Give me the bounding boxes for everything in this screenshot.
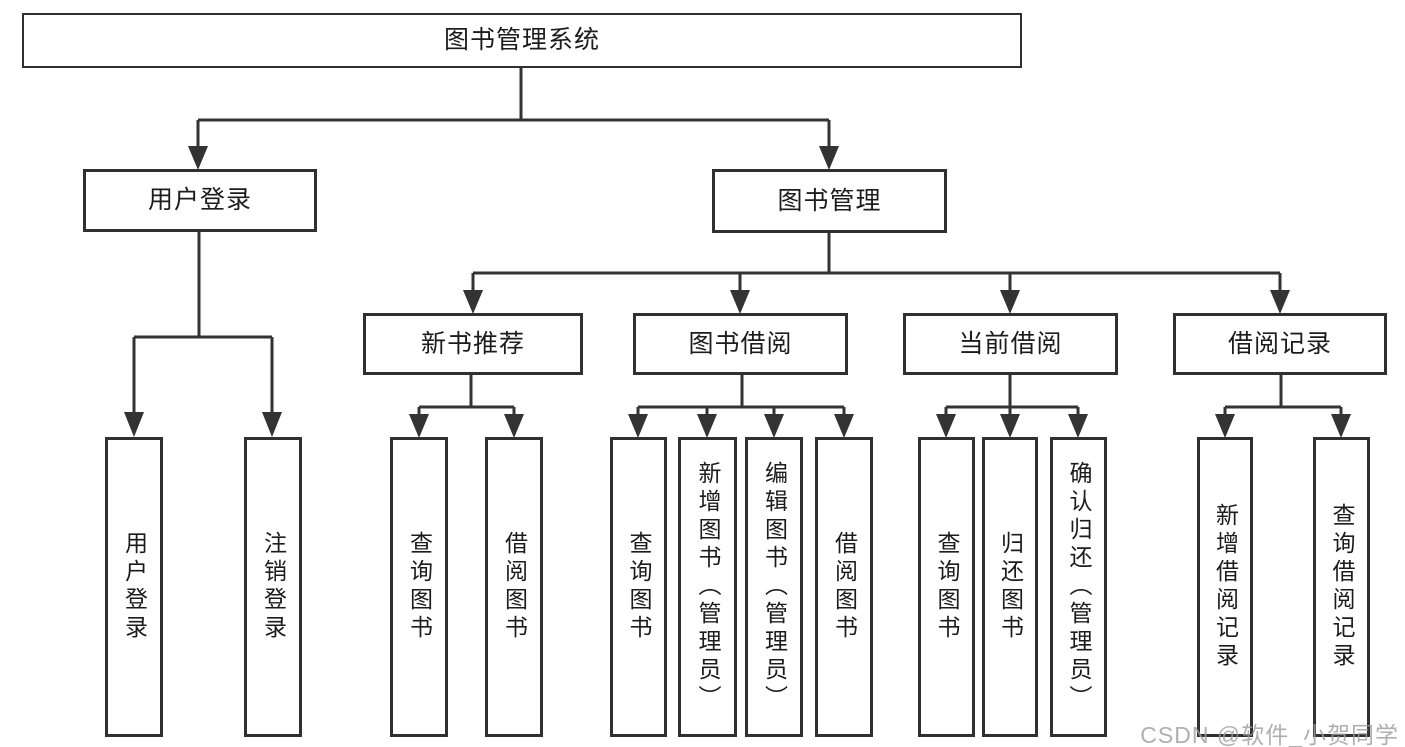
connector-borrow-records: [1223, 375, 1343, 416]
leaf-edit-books-admin: 编辑图书（管理员）: [745, 437, 803, 737]
arrow-down-icon: [409, 414, 429, 438]
arrow-down-icon: [730, 290, 750, 314]
connector-root: [196, 68, 831, 148]
arrow-down-icon: [834, 414, 854, 438]
leaf-add-borrow-record: 新增借阅记录: [1197, 437, 1253, 737]
connector-current-borrow: [944, 375, 1080, 416]
leaf-query-borrow-record: 查询借阅记录: [1313, 437, 1370, 737]
arrow-down-icon: [628, 414, 648, 438]
leaf-query-books: 查询图书: [610, 437, 667, 737]
node-borrow-records: 借阅记录: [1173, 313, 1387, 375]
leaf-logout: 注销登录: [244, 437, 302, 737]
leaf-confirm-return-admin: 确认归还（管理员）: [1050, 437, 1107, 737]
node-user-login: 用户登录: [83, 169, 317, 232]
arrow-down-icon: [188, 146, 208, 170]
arrow-down-icon: [1331, 414, 1351, 438]
arrow-down-icon: [262, 412, 282, 437]
arrow-down-icon: [1270, 290, 1290, 314]
node-book-borrow: 图书借阅: [633, 313, 848, 375]
arrow-down-icon: [936, 414, 956, 438]
arrow-down-icon: [697, 414, 717, 438]
arrow-down-icon: [1215, 414, 1235, 438]
node-current-borrow: 当前借阅: [903, 313, 1118, 375]
leaf-query-books: 查询图书: [390, 437, 448, 737]
connector-book-management: [471, 233, 1282, 292]
connector-user-login: [132, 232, 274, 414]
arrow-down-icon: [463, 290, 483, 314]
leaf-query-books: 查询图书: [918, 437, 975, 737]
arrow-down-icon: [764, 414, 784, 438]
connector-new-book-recommend: [417, 375, 516, 416]
leaf-user-login: 用户登录: [105, 437, 163, 737]
leaf-borrow-books: 借阅图书: [485, 437, 543, 737]
arrowheads: [124, 146, 1351, 438]
node-root-library-management-system: 图书管理系统: [22, 13, 1022, 68]
watermark: CSDN @软件_小贺同学: [1140, 722, 1399, 747]
leaf-return-books: 归还图书: [982, 437, 1038, 737]
node-book-management: 图书管理: [712, 169, 947, 233]
arrow-down-icon: [1068, 414, 1088, 438]
arrow-down-icon: [819, 146, 839, 170]
arrow-down-icon: [1000, 290, 1020, 314]
arrow-down-icon: [124, 412, 144, 437]
leaf-add-books-admin: 新增图书（管理员）: [678, 437, 737, 737]
connector-book-borrow: [636, 375, 846, 416]
arrow-down-icon: [1000, 414, 1020, 438]
arrow-down-icon: [504, 414, 524, 438]
leaf-borrow-books: 借阅图书: [815, 437, 873, 737]
node-new-book-recommend: 新书推荐: [363, 313, 583, 375]
